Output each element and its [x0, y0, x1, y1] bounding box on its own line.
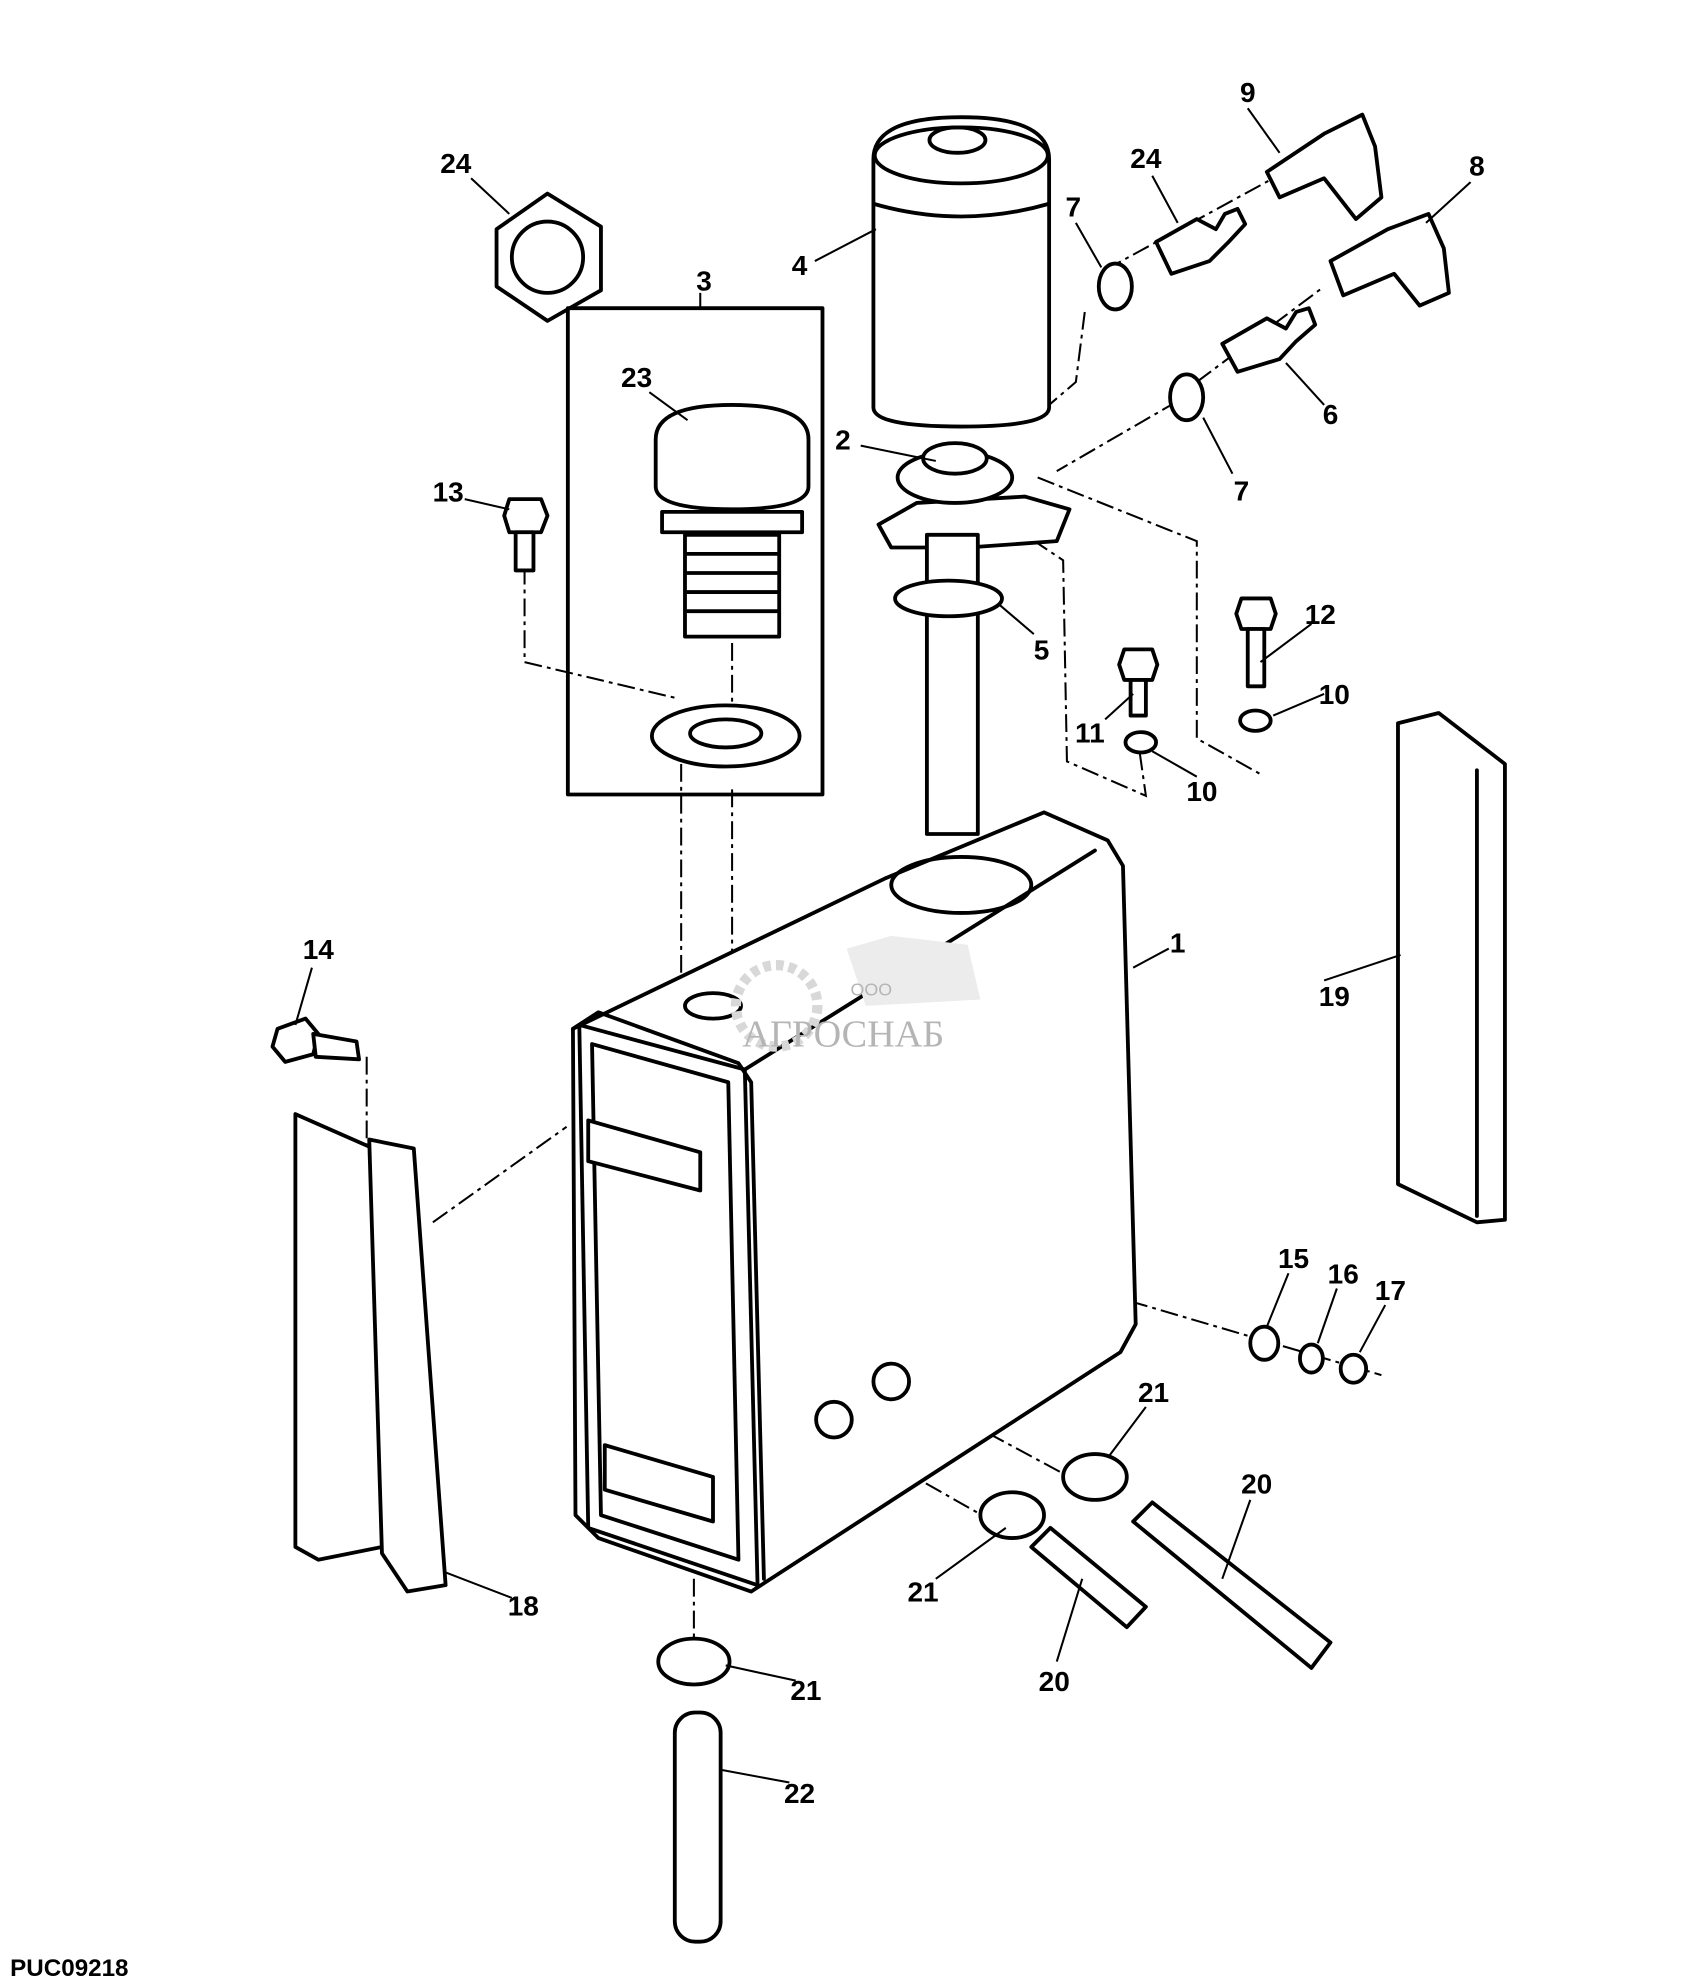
callout-4: 4: [792, 250, 808, 281]
callout-21: 21: [907, 1577, 938, 1608]
part-2-filter-head: [876, 441, 1072, 836]
watermark-name: АГРОСНАБ: [742, 1014, 944, 1056]
callout-1: 1: [1170, 927, 1186, 958]
callout-11: 11: [1075, 717, 1105, 748]
callout-23: 23: [621, 362, 652, 393]
part-7-o-ring: [1168, 372, 1206, 423]
part-17-nut: [1338, 1352, 1369, 1385]
callout-17: 17: [1375, 1275, 1406, 1306]
part-9-elbow-fitting: [1264, 112, 1384, 221]
part-6-adapter: [1220, 306, 1318, 374]
part-19-bracket: [1396, 711, 1507, 1225]
callout-20: 20: [1241, 1469, 1272, 1500]
callout-leaders: [294, 107, 1472, 1784]
callout-24: 24: [440, 148, 472, 179]
part-12-bolt: [1234, 596, 1278, 733]
callout-7: 7: [1066, 191, 1082, 222]
part-1-hydraulic-tank: [571, 810, 1138, 1594]
part-24-gasket: [494, 191, 603, 323]
callout-16: 16: [1328, 1258, 1359, 1289]
part-20-hose: [1029, 1525, 1148, 1630]
figure-code: PUC09218: [10, 1955, 128, 1982]
part-21-clamp: [1061, 1452, 1129, 1502]
callout-labels: 24 9 8 24 7 4 3 23 2 6 7 13 12 5 10 11 10 1 14 19 15 16 17 21 20…: [303, 77, 1485, 1809]
callout-21: 21: [790, 1675, 821, 1706]
part-3-kit-box: [565, 306, 825, 797]
watermark-prefix: ООО: [851, 980, 893, 1000]
part-13-bolt: [502, 497, 550, 573]
callout-8: 8: [1469, 151, 1485, 182]
callout-14: 14: [303, 934, 335, 965]
watermark-logo: ООО АГРОСНАБ: [730, 935, 981, 1056]
part-20-hose: [1131, 1500, 1333, 1670]
part-24-adapter: [1154, 206, 1248, 276]
callout-10: 10: [1319, 679, 1350, 710]
part-11-bolt: [1117, 647, 1160, 755]
part-21-clamp: [656, 1636, 732, 1687]
callout-21: 21: [1138, 1377, 1169, 1408]
part-8-elbow-fitting: [1328, 212, 1451, 308]
callout-10: 10: [1186, 776, 1217, 807]
part-14-bolt: [270, 1016, 361, 1064]
callout-12: 12: [1305, 599, 1336, 630]
callout-15: 15: [1278, 1243, 1309, 1274]
callout-20: 20: [1039, 1666, 1070, 1697]
callout-18: 18: [508, 1591, 539, 1622]
part-23-breather-cap: [649, 403, 811, 769]
callout-5: 5: [1034, 635, 1050, 666]
callout-22: 22: [784, 1778, 815, 1809]
part-22-hose: [672, 1710, 723, 1944]
part-16-lock-washer: [1298, 1342, 1325, 1375]
callout-24: 24: [1130, 143, 1162, 174]
callout-9: 9: [1240, 77, 1256, 108]
callout-6: 6: [1323, 399, 1339, 430]
part-15-washer: [1248, 1324, 1281, 1362]
part-7-o-ring: [1096, 261, 1134, 312]
callout-7: 7: [1234, 475, 1250, 506]
callout-3: 3: [696, 265, 712, 296]
callout-13: 13: [433, 477, 464, 508]
part-18-bracket: [293, 1112, 448, 1594]
callout-19: 19: [1319, 981, 1350, 1012]
part-4-filter-element: [871, 115, 1052, 429]
part-21-clamp: [978, 1490, 1046, 1540]
callout-2: 2: [835, 424, 851, 455]
